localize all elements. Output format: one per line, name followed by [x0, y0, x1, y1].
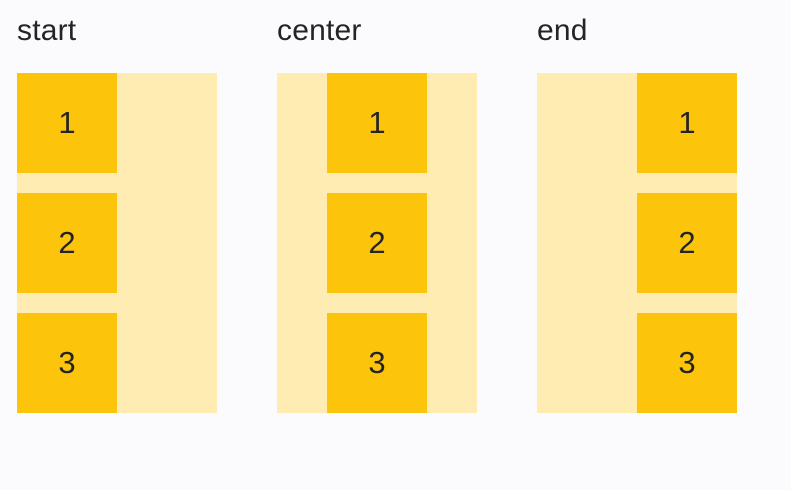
group-end-item-1: 1	[637, 73, 737, 173]
group-start: start 1 2 3	[17, 13, 217, 413]
group-center-track: 1 2 3	[277, 73, 477, 413]
group-start-track: 1 2 3	[17, 73, 217, 413]
group-center-item-1: 1	[327, 73, 427, 173]
alignment-demo: start 1 2 3 center 1 2 3 end 1 2 3	[17, 13, 737, 413]
group-start-label: start	[17, 14, 77, 47]
group-center-label: center	[277, 14, 362, 47]
group-center-item-3: 3	[327, 313, 427, 413]
group-start-item-2: 2	[17, 193, 117, 293]
group-start-item-3: 3	[17, 313, 117, 413]
group-start-item-1: 1	[17, 73, 117, 173]
group-end-label: end	[537, 14, 588, 47]
group-end-track: 1 2 3	[537, 73, 737, 413]
group-center: center 1 2 3	[277, 13, 477, 413]
group-center-item-2: 2	[327, 193, 427, 293]
group-end-item-3: 3	[637, 313, 737, 413]
group-end: end 1 2 3	[537, 13, 737, 413]
group-end-item-2: 2	[637, 193, 737, 293]
